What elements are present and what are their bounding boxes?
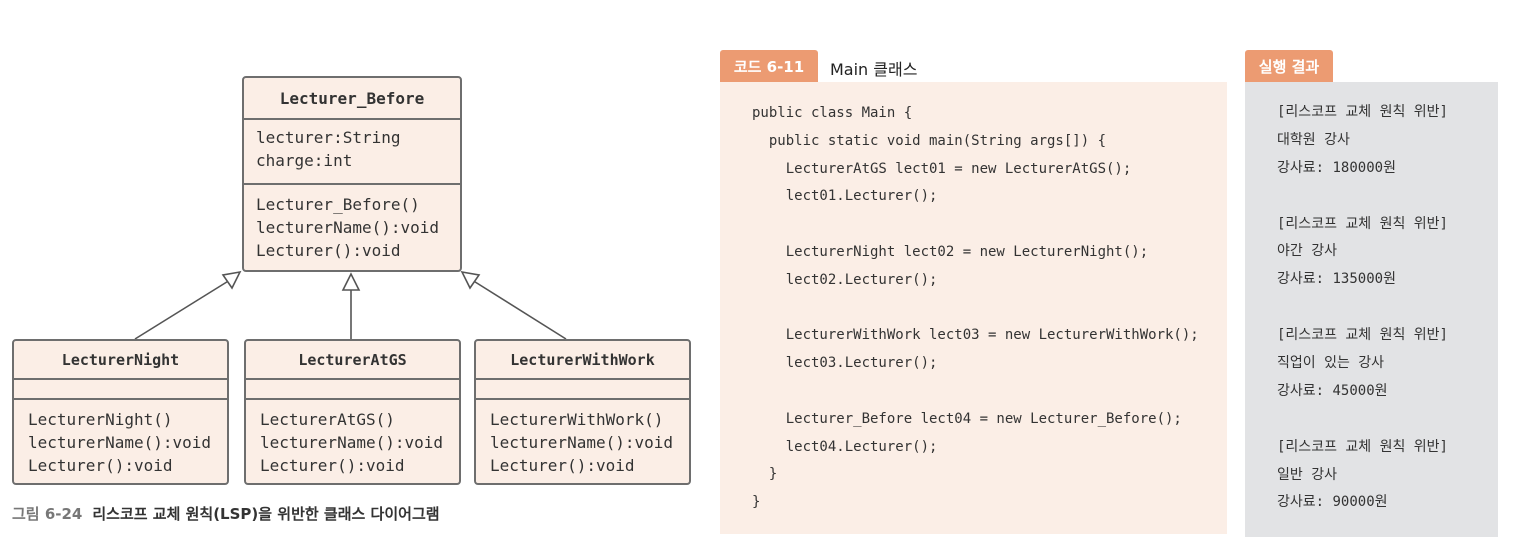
result-line: [리스코프 교체 원칙 위반] <box>1277 327 1448 344</box>
result-line: 강사료: 45000원 <box>1277 382 1388 399</box>
class-methods: LecturerWithWork() lecturerName():void L… <box>476 400 689 483</box>
code-line: lect02.Lecturer(); <box>752 271 938 288</box>
class-box-lecturer-before: Lecturer_Before lecturer:String charge:i… <box>242 76 462 272</box>
class-box-lecturer-withwork: LecturerWithWork LecturerWithWork() lect… <box>474 339 691 485</box>
field: lecturer:String <box>256 128 401 147</box>
method: LecturerNight() <box>28 410 173 429</box>
code-line: } <box>752 494 761 511</box>
result-line: 강사료: 90000원 <box>1277 494 1388 511</box>
class-box-lecturer-atgs: LecturerAtGS LecturerAtGS() lecturerName… <box>244 339 461 485</box>
method: LecturerAtGS() <box>260 410 395 429</box>
code-line: } <box>752 466 778 483</box>
method: Lecturer_Before() <box>256 195 420 214</box>
method: lecturerName():void <box>260 433 444 452</box>
class-fields <box>476 380 689 400</box>
inheritance-line-night <box>134 279 231 340</box>
result-line: 강사료: 135000원 <box>1277 271 1396 288</box>
inheritance-arrowhead-night <box>221 270 242 290</box>
code-line <box>720 378 1227 406</box>
class-methods: LecturerNight() lecturerName():void Lect… <box>14 400 227 483</box>
result-line <box>1277 183 1498 211</box>
method: Lecturer():void <box>490 456 635 475</box>
inheritance-arrowhead-gs <box>341 272 361 291</box>
class-methods: Lecturer_Before() lecturerName():void Le… <box>244 185 460 268</box>
result-label-tag: 실행 결과 <box>1245 50 1333 82</box>
class-methods: LecturerAtGS() lecturerName():void Lectu… <box>246 400 459 483</box>
result-line: [리스코프 교체 원칙 위반] <box>1277 438 1448 455</box>
method: Lecturer():void <box>260 456 405 475</box>
code-line <box>720 295 1227 323</box>
result-line: 직업이 있는 강사 <box>1277 355 1385 372</box>
method: lecturerName():void <box>256 218 440 237</box>
class-fields <box>246 380 459 400</box>
code-line: LecturerAtGS lect01 = new LecturerAtGS()… <box>752 160 1132 177</box>
code-line: public static void main(String args[]) { <box>752 132 1107 149</box>
code-panel: public class Main { public static void m… <box>720 82 1227 534</box>
class-fields <box>14 380 227 400</box>
class-name: Lecturer_Before <box>244 78 460 120</box>
code-line: lect01.Lecturer(); <box>752 188 938 205</box>
result-line <box>1277 406 1498 434</box>
result-line: 일반 강사 <box>1277 466 1337 483</box>
code-line: LecturerNight lect02 = new LecturerNight… <box>752 243 1149 260</box>
result-line: 대학원 강사 <box>1277 131 1350 148</box>
code-label-tag: 코드 6-11 <box>720 50 818 82</box>
figure-caption: 그림 6-24 리스코프 교체 원칙(LSP)을 위반한 클래스 다이어그램 <box>12 503 440 524</box>
figure-number: 그림 6-24 <box>12 505 83 523</box>
class-name: LecturerAtGS <box>246 341 459 380</box>
class-name: LecturerWithWork <box>476 341 689 380</box>
field: charge:int <box>256 151 353 170</box>
figure-caption-text: 리스코프 교체 원칙(LSP)을 위반한 클래스 다이어그램 <box>92 505 440 523</box>
inheritance-line-work <box>471 279 567 340</box>
class-box-lecturer-night: LecturerNight LecturerNight() lecturerNa… <box>12 339 229 485</box>
inheritance-arrowhead-work <box>460 270 481 290</box>
method: lecturerName():void <box>28 433 212 452</box>
code-title: Main 클래스 <box>830 60 918 79</box>
result-line <box>1277 294 1498 322</box>
code-line: LecturerWithWork lect03 = new LecturerWi… <box>752 327 1199 344</box>
result-line: 야간 강사 <box>1277 243 1337 260</box>
result-panel: [리스코프 교체 원칙 위반] 대학원 강사 강사료: 180000원 [리스코… <box>1245 82 1498 537</box>
method: Lecturer():void <box>28 456 173 475</box>
result-line: 강사료: 180000원 <box>1277 159 1396 176</box>
class-name: LecturerNight <box>14 341 227 380</box>
method: lecturerName():void <box>490 433 674 452</box>
method: Lecturer():void <box>256 241 401 260</box>
method: LecturerWithWork() <box>490 410 664 429</box>
result-line: [리스코프 교체 원칙 위반] <box>1277 104 1448 120</box>
code-line: Lecturer_Before lect04 = new Lecturer_Be… <box>752 410 1182 427</box>
result-line: [리스코프 교체 원칙 위반] <box>1277 215 1448 232</box>
class-fields: lecturer:String charge:int <box>244 120 460 185</box>
code-line: lect04.Lecturer(); <box>752 438 938 455</box>
code-line: lect03.Lecturer(); <box>752 355 938 372</box>
code-line <box>720 211 1227 239</box>
code-line: public class Main { <box>752 105 913 121</box>
